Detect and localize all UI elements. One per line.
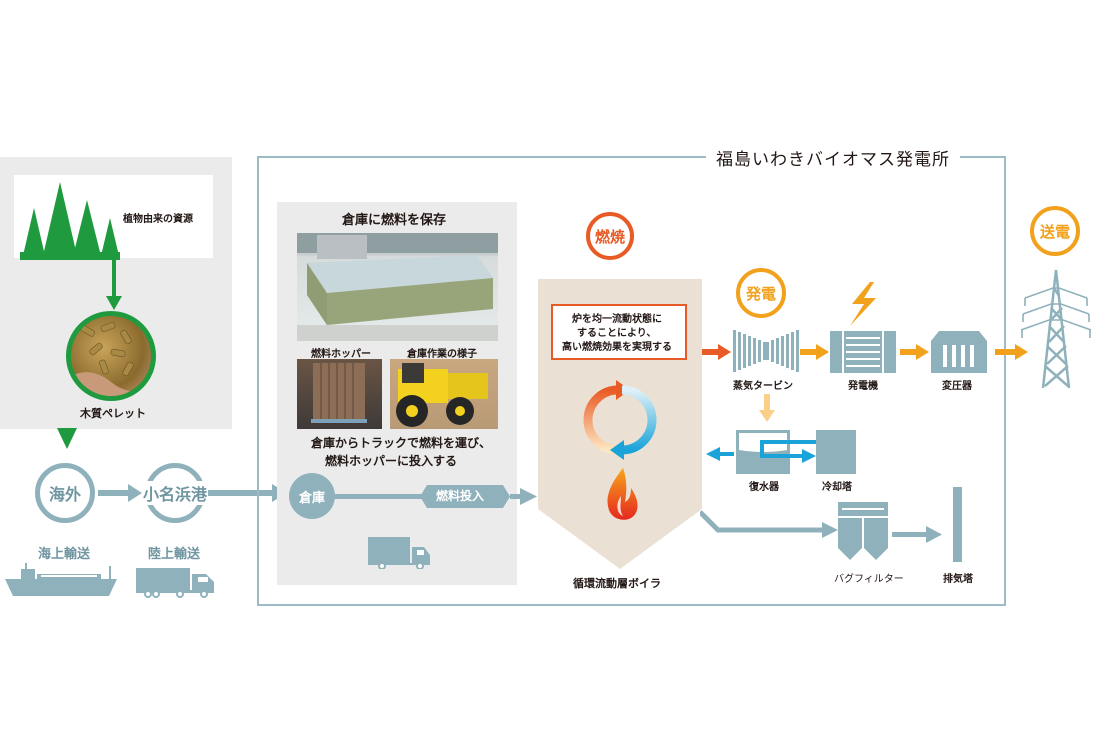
transmission-badge-label: 送電 [1039,222,1070,241]
combustion-note-line1: 炉を均一流動状態に [572,314,662,325]
arrow-turbine-to-condenser [759,394,775,422]
combustion-note-line3: 高い燃焼効果を実現する [562,342,672,353]
arrow-transformer-to-tower [995,344,1028,360]
transformer-icon [931,331,987,373]
wood-pellet-label: 木質ペレット [80,407,146,420]
condenser-label: 復水器 [749,482,779,493]
steam-turbine-icon [733,330,799,372]
cooling-tower-label: 冷却塔 [822,482,852,493]
overseas-node: 海外 [35,463,95,523]
plant-title: 福島いわきバイオマス発電所 [706,145,960,170]
wood-pellet-image [66,311,156,401]
hopper-door [311,363,367,423]
generator-label: 発電機 [848,381,878,392]
warehouse-work-photo [390,359,498,429]
arrow-overseas-to-port [98,484,142,502]
forest-icon [20,182,120,260]
cargo-ship-icon [5,563,117,596]
generation-badge-label: 発電 [745,284,776,303]
combustion-note-line2: することにより、 [577,328,657,339]
storage-title: 倉庫に燃料を保存 [342,213,447,228]
transmission-badge: 送電 [1030,206,1080,256]
flame-icon [607,468,638,520]
generator-icon [830,331,896,373]
combustion-note-box [551,304,687,360]
bag-filter-label: バグフィルター [834,574,904,585]
port-node: 小名浜港 [141,463,208,523]
arrow-generator-to-transformer [900,344,929,360]
combustion-badge: 燃焼 [586,212,634,260]
resource-label: 植物由来の資源 [123,214,193,225]
combustion-badge-label: 燃焼 [594,227,625,246]
overseas-label: 海外 [48,485,81,504]
port-label: 小名浜港 [141,481,208,505]
delivery-truck-icon [368,537,430,569]
exhaust-stack-label: 排気塔 [943,574,973,585]
warehouse-node: 倉庫 [289,473,335,519]
arrow-turbine-to-generator [800,344,829,360]
fuel-feed-line [333,485,537,508]
hopper-label: 燃料ホッパー [311,349,371,360]
generation-badge: 発電 [736,268,786,318]
land-transport-label: 陸上輸送 [148,547,201,562]
bag-filter-icon [838,502,888,560]
wheel-loader [396,363,488,427]
fuel-hopper-photo [297,359,382,429]
exhaust-gas-line [700,510,838,538]
circulation-cycle-icon [583,380,657,460]
storage-description-line2: 燃料ホッパーに投入する [325,454,458,468]
warehouse-building [297,233,498,341]
warehouse-photo [297,233,498,341]
warehouse-node-label: 倉庫 [298,490,325,506]
fuel-input-tag: 燃料投入 [436,489,485,503]
storage-description-line1: 倉庫からトラックで燃料を運び、 [311,436,492,450]
exhaust-stack-icon [953,487,962,562]
transmission-tower-icon [1021,269,1091,389]
green-triangle-arrow [57,428,77,449]
pellet-texture [71,322,151,396]
transformer-label: 変圧器 [942,381,972,392]
arrow-boiler-to-turbine [702,344,731,360]
warehouse-work-label: 倉庫作業の様子 [407,349,477,360]
lightning-icon [850,282,876,326]
cargo-truck-icon [136,568,214,598]
sea-transport-label: 海上輸送 [38,547,91,562]
boiler-label: 循環流動層ボイラ [573,577,661,590]
arrow-filter-to-stack [892,526,942,543]
condenser-cooling-system [706,430,856,474]
plant-boundary [257,156,1006,606]
green-down-arrow [106,258,122,310]
steam-turbine-label: 蒸気タービン [733,381,793,392]
